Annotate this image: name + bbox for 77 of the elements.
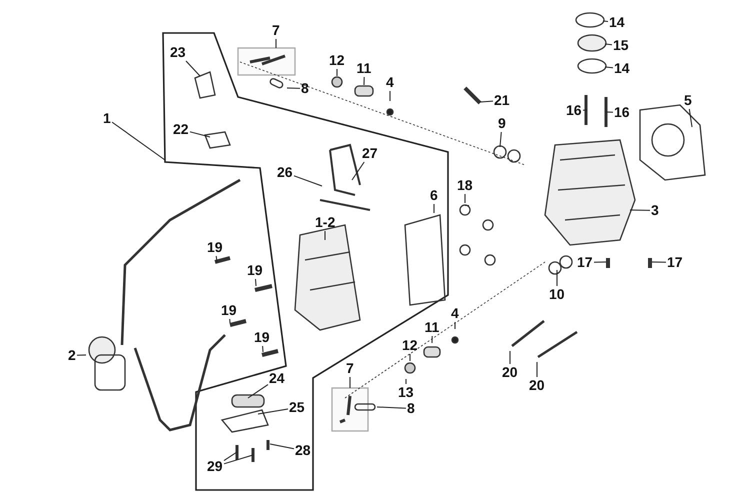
callout-number: 2 <box>68 348 76 362</box>
callout-number: 10 <box>549 286 565 302</box>
callout-number: 3 <box>651 202 659 218</box>
callout-number: 8 <box>407 400 415 416</box>
callout-number: 12 <box>329 52 345 68</box>
callout-number: 21 <box>494 92 510 108</box>
callout-number: 22 <box>173 122 189 136</box>
leader-line <box>376 406 406 409</box>
callout-number: 28 <box>295 442 311 458</box>
leader-line <box>500 132 502 148</box>
leader-line <box>454 322 456 330</box>
callout-number: 1-2 <box>315 214 336 230</box>
leader-line <box>270 444 294 450</box>
leader-line <box>76 354 86 356</box>
leader-line <box>606 112 614 113</box>
leader-line <box>630 210 650 211</box>
leader-line <box>652 262 666 263</box>
callout-number: 11 <box>424 320 440 334</box>
callout-number: 7 <box>346 360 354 376</box>
leader-line <box>224 452 238 462</box>
leader-line <box>324 230 326 240</box>
leader-line <box>352 162 365 180</box>
leader-line <box>604 66 614 68</box>
leader-line <box>336 68 338 76</box>
callout-number: 16 <box>614 104 630 120</box>
leader-line <box>432 336 433 344</box>
callout-number: 20 <box>502 364 518 380</box>
callout-number: 4 <box>451 306 459 320</box>
callout-number: 19 <box>254 330 270 344</box>
leader-line <box>536 362 538 378</box>
leader-line <box>262 346 264 352</box>
callout-number: 13 <box>398 384 414 400</box>
leader-line <box>186 60 200 76</box>
leader-line <box>364 76 365 86</box>
leader-line <box>602 20 608 22</box>
callout-number: 20 <box>529 378 545 392</box>
leader-line <box>190 131 210 138</box>
callout-number: 15 <box>613 38 629 52</box>
callout-number: 14 <box>609 14 625 30</box>
leader-line <box>480 100 494 102</box>
leader-line <box>294 175 322 186</box>
leader-line <box>229 318 230 324</box>
callout-number: 5 <box>684 92 692 108</box>
callout-number: 26 <box>277 164 293 180</box>
leader-line <box>604 44 612 46</box>
callout-number: 19 <box>247 262 263 278</box>
callout-number: 25 <box>289 400 305 414</box>
callout-number: 27 <box>362 146 378 160</box>
callout-number: 8 <box>301 80 309 96</box>
leader-line <box>594 262 606 263</box>
leader-line <box>255 278 256 286</box>
leader-line <box>248 384 268 398</box>
callout-number: 29 <box>207 458 223 474</box>
callout-number: 4 <box>386 74 394 90</box>
leader-line <box>112 122 166 160</box>
leader-line <box>464 194 466 204</box>
callout-number: 16 <box>566 102 582 118</box>
leader-line <box>216 256 218 262</box>
callout-number: 17 <box>667 254 683 270</box>
callout-number: 11 <box>356 60 372 76</box>
callout-number: 18 <box>457 178 473 192</box>
callout-number: 23 <box>170 44 186 60</box>
callout-number: 1 <box>103 110 111 126</box>
callout-number: 9 <box>498 116 506 130</box>
callout-number: 24 <box>269 370 285 386</box>
leader-line <box>286 88 300 89</box>
callout-number: 14 <box>614 60 630 76</box>
callout-number: 6 <box>430 188 438 202</box>
callout-number: 19 <box>207 240 223 254</box>
leader-line <box>224 454 254 464</box>
leader-line <box>258 408 288 414</box>
callout-number: 7 <box>272 22 280 38</box>
callout-number: 17 <box>577 254 593 270</box>
leader-line <box>688 108 692 128</box>
leader-line <box>556 270 558 286</box>
callout-number: 12 <box>402 338 418 352</box>
callout-number: 19 <box>221 302 237 318</box>
